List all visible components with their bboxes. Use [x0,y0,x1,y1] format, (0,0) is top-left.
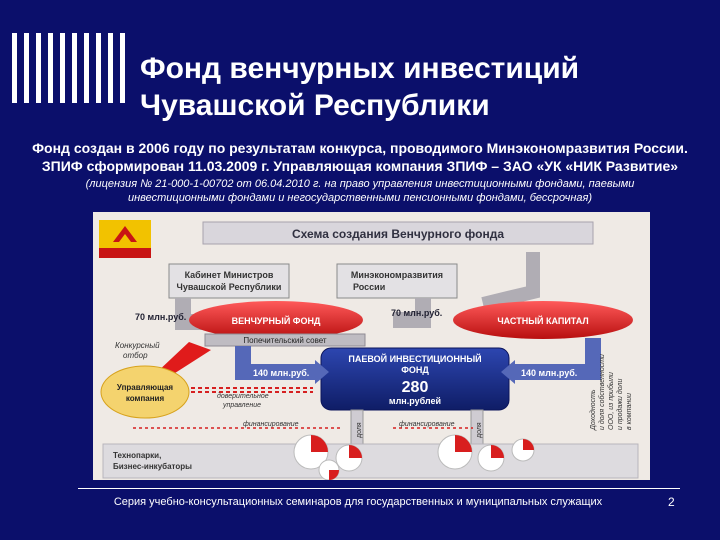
footer-divider [78,488,680,489]
scheme-heading: Схема создания Венчурного фонда [292,227,504,241]
amount-mid-top: 70 млн.руб. [391,308,442,318]
trust-management-line-1: доверительное [217,392,269,400]
intro-line-1: Фонд создан в 2006 году по результатам к… [32,140,688,156]
cabinet-line-2: Чувашской Республики [177,282,282,292]
scheme-svg: Схема создания Венчурного фонда Кабинет … [99,220,639,480]
technoparks-line-1: Технопарки, [113,451,161,460]
technoparks-line-2: Бизнес-инкубаторы [113,462,192,471]
trust-management-line-2: управление [222,402,261,409]
side-note-line-2: и доля собственности [598,354,606,430]
ministry-line-1: Минэкономразвития [351,270,443,280]
cabinet-line-1: Кабинет Министров [185,270,274,280]
amount-left-top: 70 млн.руб. [135,312,186,322]
venture-fund-label: ВЕНЧУРНЫЙ ФОНД [232,315,321,326]
side-note-line-3: ООО, из прибыли [607,372,615,430]
side-note: Доходность и доля собственности ООО, из … [589,354,633,431]
side-note-line-5: в компании [626,393,633,430]
management-company-line-2: компания [126,394,165,403]
private-capital-label: ЧАСТНЫЙ КАПИТАЛ [497,315,588,326]
title-line-2: Чувашской Республики [140,89,490,122]
fund-scheme-diagram: Схема создания Венчурного фонда Кабинет … [93,212,650,480]
decorative-bars [12,33,132,103]
pif-unit: млн.рублей [389,396,441,406]
page-number: 2 [668,495,675,509]
license-text: (лицензия № 21-000-1-00702 от 06.04.2010… [40,177,680,205]
financing-left: финансирование [243,421,299,428]
share-left: доля [356,422,363,438]
footer-text: Серия учебно-консультационных семинаров … [113,496,603,508]
title-line-1: Фонд венчурных инвестиций [140,52,580,85]
competitive-selection-line-2: отбор [123,351,148,360]
competitive-selection-line-1: Конкурсный [115,341,160,350]
license-line-1: (лицензия № 21-000-1-00702 от 06.04.2010… [85,178,635,190]
financing-right: финансирование [399,421,455,428]
board-label: Попечительский совет [243,336,326,345]
side-note-line-1: Доходность [589,389,597,431]
amount-left: 140 млн.руб. [253,368,309,378]
company-pie-icons-left [293,434,363,480]
pif-line-2: ФОНД [401,365,429,375]
pif-line-1: ПАЕВОЙ ИНВЕСТИЦИОННЫЙ [348,353,481,364]
share-right: доля [476,422,483,438]
ministry-line-2: России [353,282,385,292]
company-pie-icons-right [437,434,535,472]
management-company-line-1: Управляющая [117,383,174,392]
license-line-2: инвестиционными фондами и негосударствен… [127,192,593,204]
side-note-line-4: и продажи доли [616,379,624,430]
chuvash-flag-icon [99,220,151,258]
slide-title: Фонд венчурных инвестиций Чувашской Респ… [140,50,700,124]
intro-text: Фонд создан в 2006 году по результатам к… [20,139,700,175]
pif-amount: 280 [402,379,429,396]
amount-right: 140 млн.руб. [521,368,577,378]
intro-line-2: ЗПИФ сформирован 11.03.2009 г. Управляющ… [41,158,679,174]
